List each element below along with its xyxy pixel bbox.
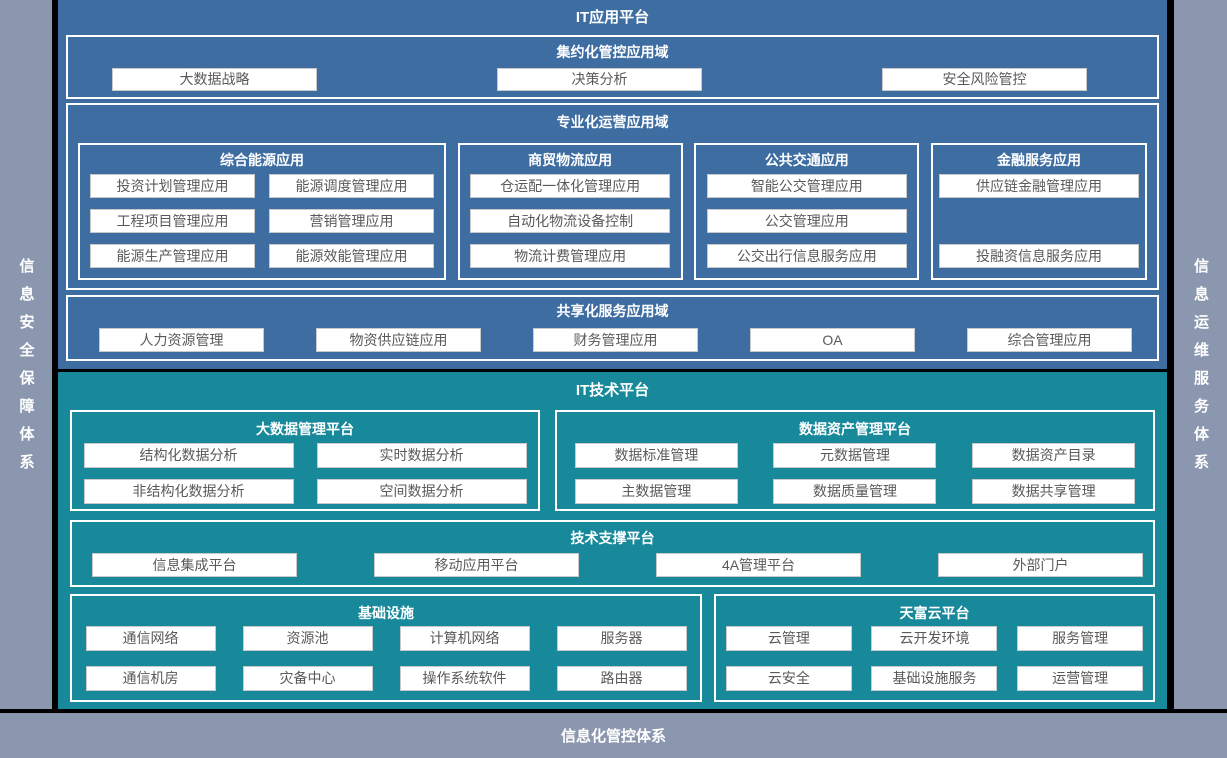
tech-box: 路由器 (556, 666, 687, 691)
group-bigdata-platform: 大数据管理平台 结构化数据分析 实时数据分析 非结构化数据分析 空间数据分析 (70, 410, 540, 511)
right-frame-ops-service-system: 信息运维服务体系 (1174, 0, 1227, 709)
group-title: 公共交通应用 (764, 152, 849, 168)
app-box: 自动化物流设备控制 (470, 209, 671, 233)
tech-box: 通信网络 (85, 626, 216, 651)
tech-box: 元数据管理 (773, 443, 937, 468)
app-box: 大数据战略 (112, 68, 317, 91)
tech-box: 服务管理 (1017, 626, 1144, 651)
tech-box: 实时数据分析 (316, 443, 527, 468)
app-box: 能源调度管理应用 (269, 174, 434, 198)
app-box: 供应链金融管理应用 (938, 174, 1139, 198)
group-title: 金融服务应用 (996, 152, 1081, 168)
tech-box: 计算机网络 (399, 626, 530, 651)
left-frame-security-system: 信息安全保障体系 (0, 0, 52, 709)
tech-platform-section: IT技术平台 大数据管理平台 结构化数据分析 实时数据分析 非结构化数据分析 空… (58, 372, 1167, 709)
app-box: OA (750, 328, 915, 352)
group-items: 仓运配一体化管理应用 自动化物流设备控制 物流计费管理应用 (460, 171, 681, 268)
group-title: 技术支撑平台 (570, 530, 655, 546)
app-platform-section: IT应用平台 集约化管控应用域 大数据战略 决策分析 安全风险管控 专业化运营应… (58, 0, 1167, 369)
group-items: 数据标准管理 元数据管理 数据资产目录 主数据管理 数据质量管理 数据共享管理 (557, 441, 1153, 504)
group-items: 结构化数据分析 实时数据分析 非结构化数据分析 空间数据分析 (72, 441, 538, 504)
tech-box: 数据质量管理 (773, 479, 937, 504)
app-box: 投融资信息服务应用 (938, 244, 1139, 268)
tech-platform-title: IT技术平台 (575, 382, 650, 399)
app-box: 物流计费管理应用 (470, 244, 671, 268)
group-title: 数据资产管理平台 (799, 421, 911, 437)
group-title: 天富云平台 (899, 605, 970, 621)
group-items: 通信网络 资源池 计算机网络 服务器 通信机房 灾备中心 操作系统软件 路由器 (72, 625, 700, 691)
app-box: 财务管理应用 (533, 328, 698, 352)
diagram-content: IT应用平台 集约化管控应用域 大数据战略 决策分析 安全风险管控 专业化运营应… (58, 0, 1167, 709)
tech-box: 运营管理 (1017, 666, 1144, 691)
app-box: 人力资源管理 (99, 328, 264, 352)
app-box: 能源生产管理应用 (90, 244, 255, 268)
tech-box: 云安全 (725, 666, 852, 691)
group-title: 商贸物流应用 (528, 152, 613, 168)
domain-title: 专业化运营应用域 (556, 114, 669, 130)
app-box: 公交管理应用 (706, 209, 907, 233)
tech-box: 非结构化数据分析 (83, 479, 294, 504)
group-items: 供应链金融管理应用 投融资信息服务应用 (933, 171, 1145, 268)
tech-box: 操作系统软件 (399, 666, 530, 691)
tech-box: 云开发环境 (871, 626, 998, 651)
app-box: 能源效能管理应用 (269, 244, 434, 268)
group-items: 智能公交管理应用 公交管理应用 公交出行信息服务应用 (696, 171, 917, 268)
group-public-transport: 公共交通应用 智能公交管理应用 公交管理应用 公交出行信息服务应用 (694, 143, 920, 280)
domain-title: 集约化管控应用域 (556, 44, 669, 60)
group-title: 综合能源应用 (220, 152, 304, 168)
tech-box: 信息集成平台 (92, 553, 297, 577)
tech-box: 灾备中心 (242, 666, 373, 691)
group-trade-logistics: 商贸物流应用 仓运配一体化管理应用 自动化物流设备控制 物流计费管理应用 (457, 143, 683, 280)
bottom-frame-label: 信息化管控体系 (560, 728, 666, 745)
tech-box: 空间数据分析 (316, 479, 527, 504)
tech-row-data-platforms: 大数据管理平台 结构化数据分析 实时数据分析 非结构化数据分析 空间数据分析 数… (70, 410, 1155, 511)
group-title: 大数据管理平台 (256, 421, 354, 437)
domain-intensive-control: 集约化管控应用域 大数据战略 决策分析 安全风险管控 (66, 35, 1159, 99)
tech-box: 移动应用平台 (374, 553, 579, 577)
tech-box: 服务器 (556, 626, 687, 651)
group-title: 基础设施 (358, 605, 414, 621)
right-frame-label: 信息运维服务体系 (1192, 258, 1209, 482)
tech-box: 4A管理平台 (656, 553, 861, 577)
app-box: 营销管理应用 (269, 209, 434, 233)
group-items: 信息集成平台 移动应用平台 4A管理平台 外部门户 (72, 553, 1153, 577)
app-box: 工程项目管理应用 (90, 209, 255, 233)
tech-box: 数据共享管理 (972, 479, 1136, 504)
tech-box: 外部门户 (938, 553, 1143, 577)
app-box: 综合管理应用 (967, 328, 1132, 352)
domain-specialized-operations: 专业化运营应用域 综合能源应用 投资计划管理应用 能源调度管理应用 工程项目管理… (66, 103, 1159, 290)
domain-shared-services: 共享化服务应用域 人力资源管理 物资供应链应用 财务管理应用 OA 综合管理应用 (66, 295, 1159, 361)
group-tech-support-platform: 技术支撑平台 信息集成平台 移动应用平台 4A管理平台 外部门户 (70, 520, 1155, 587)
left-frame-label: 信息安全保障体系 (17, 258, 35, 482)
group-infrastructure: 基础设施 通信网络 资源池 计算机网络 服务器 通信机房 灾备中心 操作系统软件… (70, 594, 702, 702)
group-financial-services: 金融服务应用 供应链金融管理应用 投融资信息服务应用 (930, 143, 1147, 280)
app-box: 安全风险管控 (882, 68, 1087, 91)
tech-box: 数据资产目录 (972, 443, 1136, 468)
tech-box: 基础设施服务 (871, 666, 998, 691)
tech-row-infrastructure: 基础设施 通信网络 资源池 计算机网络 服务器 通信机房 灾备中心 操作系统软件… (70, 594, 1155, 702)
operation-groups-row: 综合能源应用 投资计划管理应用 能源调度管理应用 工程项目管理应用 营销管理应用… (68, 143, 1157, 280)
group-integrated-energy: 综合能源应用 投资计划管理应用 能源调度管理应用 工程项目管理应用 营销管理应用… (78, 143, 446, 280)
app-box: 物资供应链应用 (316, 328, 481, 352)
app-box: 投资计划管理应用 (90, 174, 255, 198)
domain-items-row: 大数据战略 决策分析 安全风险管控 (68, 68, 1157, 91)
bottom-frame-governance-system: 信息化管控体系 (0, 713, 1227, 758)
tech-box: 主数据管理 (574, 479, 738, 504)
group-tianfu-cloud-platform: 天富云平台 云管理 云开发环境 服务管理 云安全 基础设施服务 运营管理 (714, 594, 1155, 702)
group-items: 云管理 云开发环境 服务管理 云安全 基础设施服务 运营管理 (716, 625, 1153, 691)
domain-title: 共享化服务应用域 (556, 303, 669, 319)
tech-box: 通信机房 (85, 666, 216, 691)
group-data-asset-platform: 数据资产管理平台 数据标准管理 元数据管理 数据资产目录 主数据管理 数据质量管… (555, 410, 1155, 511)
tech-box: 云管理 (725, 626, 852, 651)
tech-box: 结构化数据分析 (83, 443, 294, 468)
app-box: 决策分析 (497, 68, 702, 91)
tech-box: 数据标准管理 (574, 443, 738, 468)
app-box: 智能公交管理应用 (706, 174, 907, 198)
app-platform-title: IT应用平台 (575, 9, 650, 26)
tech-box: 资源池 (242, 626, 373, 651)
app-box: 仓运配一体化管理应用 (470, 174, 671, 198)
domain-items-row: 人力资源管理 物资供应链应用 财务管理应用 OA 综合管理应用 (68, 328, 1157, 352)
app-box: 公交出行信息服务应用 (706, 244, 907, 268)
group-items: 投资计划管理应用 能源调度管理应用 工程项目管理应用 营销管理应用 能源生产管理… (80, 171, 444, 268)
